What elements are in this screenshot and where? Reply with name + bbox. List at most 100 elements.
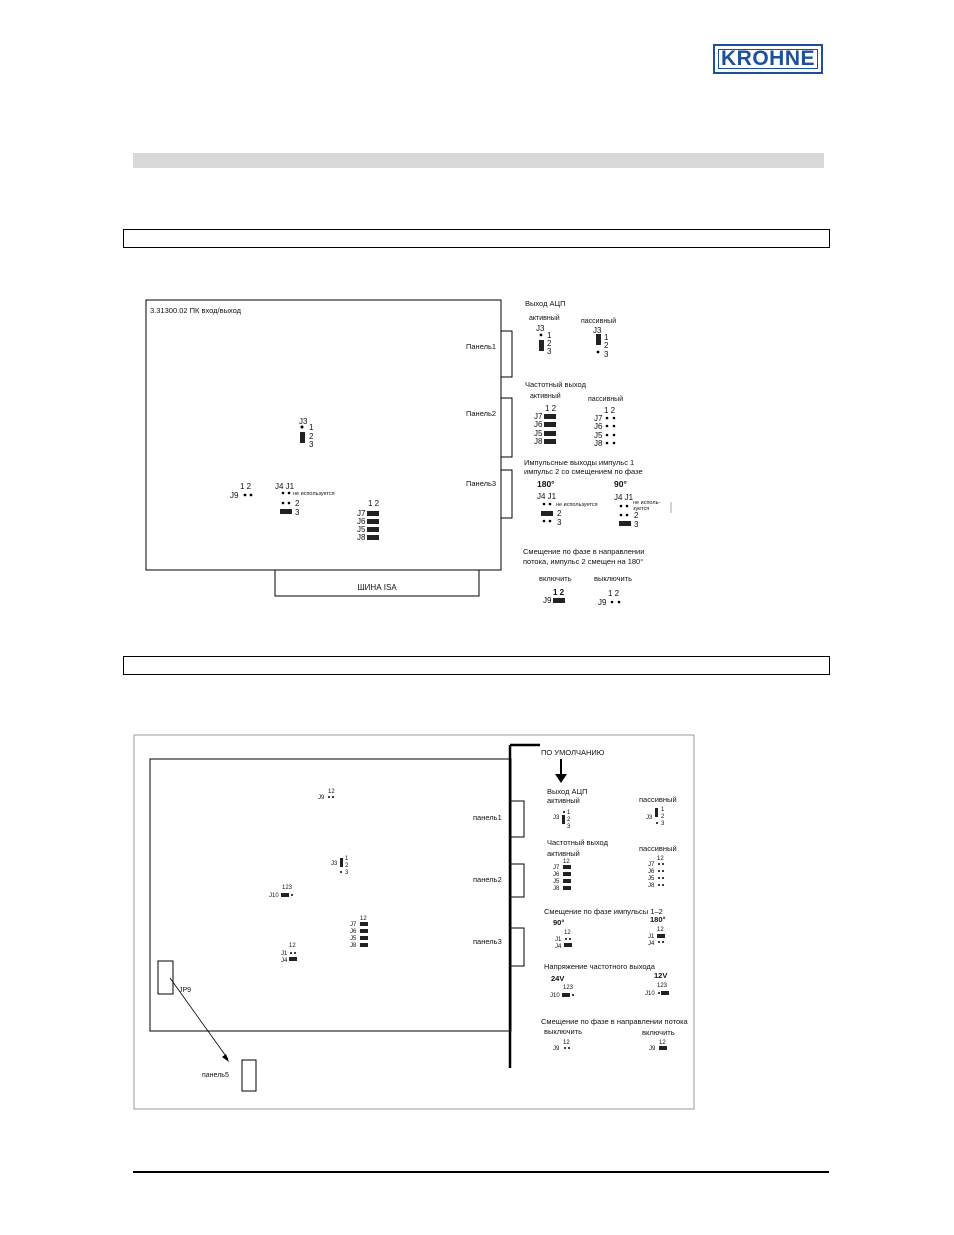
board-j3-label: J3 [299,417,308,426]
pin-numbers: 1 2 [240,482,252,491]
pin-label: 3 [547,347,552,356]
pin-label: 1 [567,810,571,816]
panel5-label: панель5 [202,1072,229,1079]
j8-label: J8 [553,886,560,892]
pin-label: 3 [295,508,300,517]
pin-numbers: 12 [659,1040,666,1046]
j3-label: J3 [536,324,545,333]
jumper-cap [289,957,297,961]
pin-numbers: 12 [563,1040,570,1046]
panel2-connector [500,397,513,458]
j7-label: J7 [350,922,357,928]
phase-title: Смещение по фазе импульсы 1–2 [544,907,663,916]
jumper-pin [328,796,330,798]
jumper-pin [287,501,291,505]
pin-label: 2 [295,499,300,508]
isa-bus-label: ШИНА ISA [357,583,397,592]
j9-label: J9 [649,1046,656,1052]
default-arrow-head [555,774,567,783]
pin-label: 3 [557,518,562,527]
jumper-pin [658,863,660,865]
board-outline [145,299,502,571]
caption-box-2 [123,656,830,675]
disable-label: выключить [544,1027,582,1036]
deg180-label: 180° [537,479,555,489]
j6-label: J6 [648,869,655,875]
j10-label: J10 [550,993,560,999]
panel2-connector [510,863,525,898]
j7-label: J7 [648,862,655,868]
j4-label: J4 [648,941,655,947]
jumper-pin [287,491,291,495]
jumper-pin [658,884,660,886]
adc-passive-label: пассивный [639,795,677,804]
diagram2-frame [133,734,695,1110]
pin-numbers: 12 [564,930,571,936]
arrow-head [222,1054,229,1062]
panel2-label: панель2 [473,875,502,884]
pin-numbers: 1 2 [608,589,620,598]
j3-label: J3 [553,815,560,821]
pin-label: 1 [547,331,552,340]
j5-label: J5 [350,936,357,942]
jumper-cap [661,991,669,995]
jumper-cap [539,340,544,351]
j7-label: J7 [553,865,560,871]
jumper-cap [360,943,368,947]
shift-title-line2: потока, импульс 2 смещен на 180° [523,557,643,566]
j1-label: J1 [281,951,288,957]
jumper-cap [360,922,368,926]
jumper-cap [544,422,556,427]
board-label: 3.31300.02 ПК вход/выход [150,306,242,315]
pin-numbers: 12 [360,916,367,922]
adc-active-label: активный [529,314,560,322]
j3-label: J3 [331,861,338,867]
adc-output-title: Выход АЦП [525,299,565,308]
panel1-label: Панель1 [466,342,496,351]
j10-label: J10 [269,893,279,899]
pin-label: 1 [309,423,314,432]
jumper-pin [612,441,616,445]
freq-passive-label: пассивный [588,395,623,403]
jumper-pin [662,941,664,943]
not-used-label: не используется [556,502,598,508]
j5-label: J5 [594,431,603,440]
pin-numbers: 12 [289,943,296,949]
pin-numbers: 12 [563,859,570,865]
j8-label: J8 [350,943,357,949]
jumper-pin [596,350,600,354]
jumper-pin [612,416,616,420]
pin-label: 2 [309,432,314,441]
pin-numbers: 123 [657,983,668,989]
v24-label: 24V [551,974,564,983]
j6-label: J6 [534,420,543,429]
jumper-pin [542,519,546,523]
jumper-cap [544,414,556,419]
j4j1-label: J4 J1 [537,492,557,501]
freq-active-label: активный [530,392,561,400]
pin-label: 1 [661,807,665,813]
board2-outline [149,758,512,1032]
j8-label: J8 [594,439,603,448]
panel3-connector [510,927,525,967]
jumper-cap [563,872,571,876]
pin-label: 2 [345,863,349,869]
footer-rule [133,1171,829,1173]
adc-active-label: активный [547,796,580,805]
jumper-cap [340,858,343,867]
jumper-cap [619,521,631,526]
deg180-label: 180° [650,915,666,924]
board-j9-label: J9 [230,491,239,500]
j5-label: J5 [553,879,560,885]
pin-label: 3 [634,520,639,529]
deg90-label: 90° [553,918,564,927]
pin-numbers: 1 2 [604,406,616,415]
enable-label: включить [539,574,572,583]
not-used-split-label: не исполь- [633,500,660,506]
section-header-bar [133,153,824,168]
jumper-pin [619,513,623,517]
jumper-pin [243,493,247,497]
jumper-cap [659,1046,667,1050]
jumper-cap [367,519,379,524]
